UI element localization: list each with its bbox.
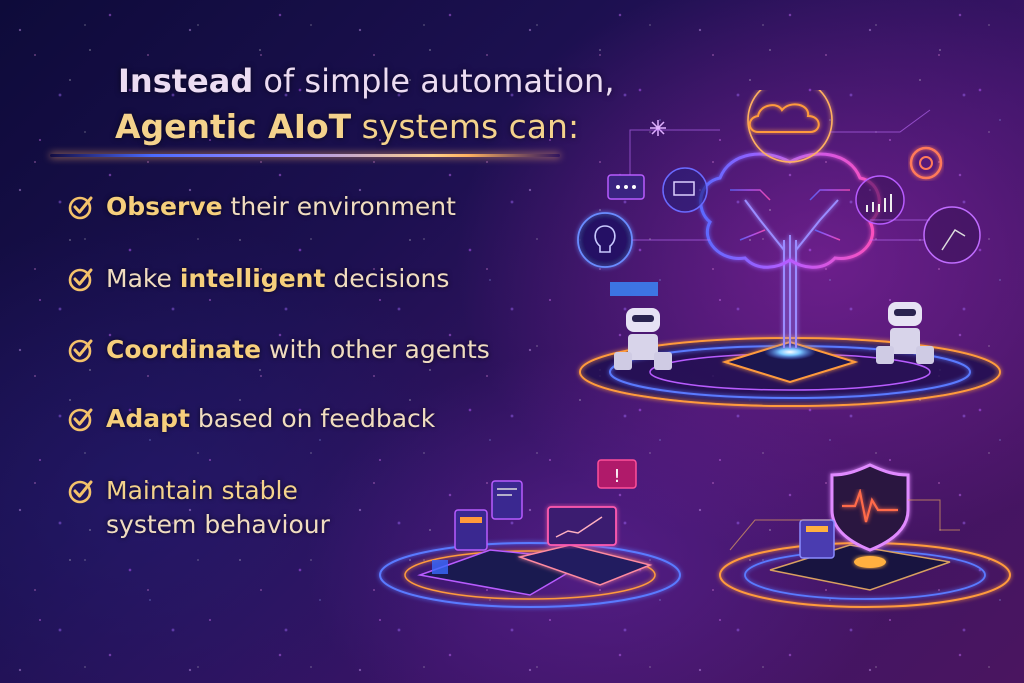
list-item-text: Adapt based on feedback [106,404,436,433]
devices-platform-illustration: ! [379,459,681,608]
gear-icon [909,146,943,180]
list-item: Observe their environment [68,190,456,224]
heading-text: of simple automation, [253,62,615,100]
heading-emphasis: Instead [118,62,254,100]
chat-dots-icon [607,174,645,200]
line-chart-monitor-icon [547,506,617,546]
list-item: Adapt based on feedback [68,402,435,436]
document-icon [491,480,523,520]
list-item: Coordinate with other agents [68,333,490,367]
calculator-device-icon [799,519,835,559]
alert-bubble-icon: ! [597,459,637,489]
heading-text: systems can: [351,107,580,146]
tablet-icon [454,509,488,551]
lightbulb-icon [577,212,633,268]
robot-right [876,302,934,364]
check-circle-icon [68,480,93,504]
cloud-icon [748,103,820,133]
brain-tree-illustration [577,90,1001,407]
heading-line-2: Agentic AIoT systems can: [115,104,614,150]
list-item-text: Make intelligent decisions [106,264,450,293]
list-item: Make intelligent decisions [68,262,449,296]
robot-left [610,282,672,370]
shield-platform-illustration [719,463,1011,608]
cube-icon [432,560,448,574]
check-circle-icon [68,339,93,363]
shield-heartbeat-icon [830,463,910,552]
svg-text:!: ! [613,466,620,487]
bar-chart-icon [855,175,905,225]
cloud-ring [747,90,833,163]
list-item-text: Observe their environment [106,192,456,221]
heading-emphasis: Agentic AIoT [115,107,352,146]
check-circle-icon [68,408,93,432]
monitor-icon [662,167,708,213]
robot-arm-icon [923,206,981,264]
heading-line-1: Instead of simple automation, [118,58,614,104]
list-item-text: Coordinate with other agents [106,335,490,364]
sparkle-icon [650,120,666,136]
check-circle-icon [68,196,93,220]
check-circle-icon [68,268,93,292]
glowing-divider [50,154,560,157]
heading: Instead of simple automation, Agentic AI… [115,58,614,150]
